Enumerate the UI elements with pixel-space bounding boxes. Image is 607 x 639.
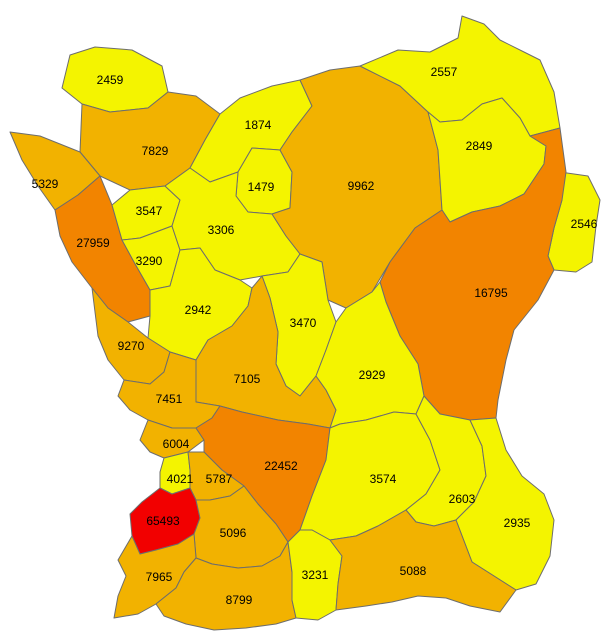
label-5787: 5787 (206, 472, 233, 486)
label-65493: 65493 (146, 514, 180, 528)
label-1479: 1479 (248, 180, 275, 194)
label-9270: 9270 (118, 339, 145, 353)
label-3547: 3547 (136, 204, 163, 218)
label-3231: 3231 (302, 568, 329, 582)
label-2603: 2603 (449, 492, 476, 506)
label-2942: 2942 (185, 303, 212, 317)
label-5096: 5096 (220, 526, 247, 540)
label-2929: 2929 (359, 368, 386, 382)
label-3306: 3306 (208, 223, 235, 237)
label-9962: 9962 (348, 179, 375, 193)
region-2935[interactable] (455, 417, 555, 591)
label-3470: 3470 (290, 316, 317, 330)
label-7829: 7829 (142, 144, 169, 158)
label-2459: 2459 (97, 73, 124, 87)
label-8799: 8799 (226, 593, 253, 607)
label-16795: 16795 (474, 286, 508, 300)
label-7965: 7965 (146, 570, 173, 584)
label-3290: 3290 (136, 254, 163, 268)
label-2557: 2557 (431, 65, 458, 79)
map-regions (9, 15, 601, 631)
label-7451: 7451 (156, 392, 183, 406)
map-labels: 2459 7829 5329 27959 3547 3290 1874 1479… (32, 65, 598, 607)
label-3574: 3574 (370, 472, 397, 486)
label-5329: 5329 (32, 177, 59, 191)
label-27959: 27959 (76, 236, 110, 250)
label-22452: 22452 (264, 459, 298, 473)
label-5088: 5088 (400, 564, 427, 578)
label-2546: 2546 (571, 217, 598, 231)
label-6004: 6004 (163, 437, 190, 451)
label-1874: 1874 (245, 118, 272, 132)
label-4021: 4021 (167, 472, 194, 486)
region-5088[interactable] (329, 509, 517, 613)
label-2849: 2849 (466, 139, 493, 153)
label-7105: 7105 (234, 372, 261, 386)
label-2935: 2935 (504, 516, 531, 530)
